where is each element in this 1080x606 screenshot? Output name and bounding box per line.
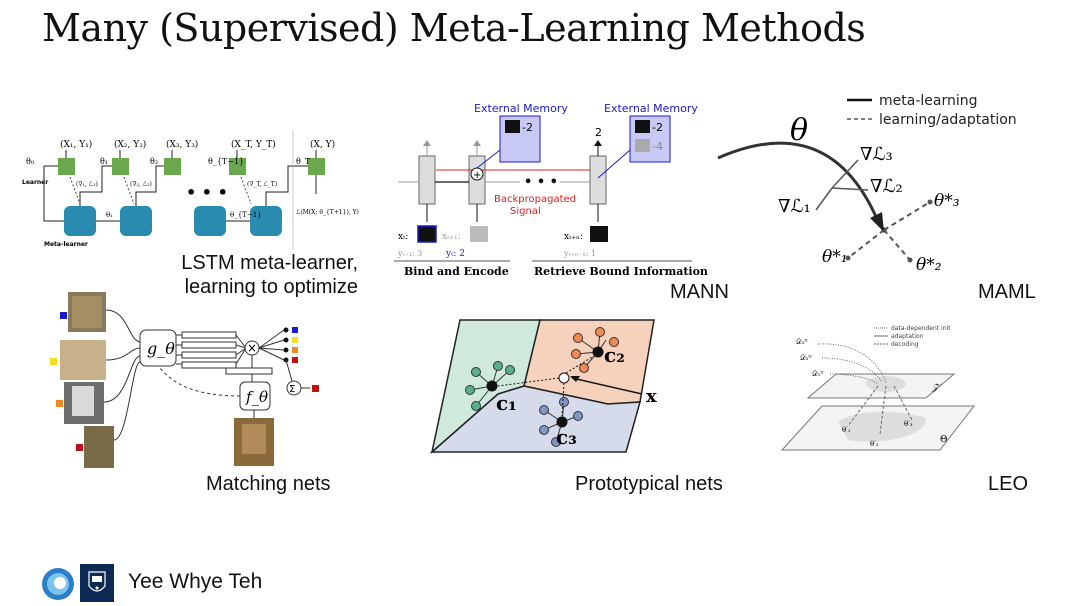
svg-text:yₜ₊ₙ₋₁: 1: yₜ₊ₙ₋₁: 1 — [563, 249, 596, 258]
leo-d3: 𝒟₃ᵗʳ — [796, 338, 809, 346]
presenter-name: Yee Whye Teh — [128, 570, 263, 593]
leo-legend-decode: decoding — [891, 341, 919, 348]
meta-learner-label: Meta-learner — [44, 241, 88, 248]
lstm-dots: • • • — [186, 183, 228, 202]
mann-retrieve-label: Retrieve Bound Information — [534, 265, 708, 278]
svg-text:xₜ₊ₙ:: xₜ₊ₙ: — [564, 232, 583, 242]
matching-diagram: g_θ × f_θ Σ — [50, 292, 319, 468]
mann-bind-label: Bind and Encode — [404, 265, 509, 278]
proto-c1: c₁ — [496, 391, 517, 415]
meta-learner-1 — [64, 206, 96, 236]
lstm-theta1: θ₁ — [100, 157, 108, 166]
proto-caption: Prototypical nets — [575, 473, 723, 495]
maml-legend-solid: meta-learning — [879, 93, 978, 109]
leo-theta3p: θ′₃ — [904, 420, 913, 428]
lstm-thetaT: θ_T — [296, 157, 311, 166]
lstm-theta0: θ₀ — [26, 157, 34, 166]
lstm-input-2: (X₂, Y₂) — [114, 139, 146, 150]
leo-theta-label: Θ — [940, 435, 947, 445]
maml-theta3-star: θ*₃ — [934, 191, 960, 211]
maml-theta1-star: θ*₁ — [822, 247, 848, 267]
learner-box-final — [308, 158, 325, 175]
mann-memory-label-left: External Memory — [474, 102, 568, 115]
proto-x: x — [646, 386, 657, 407]
learner-box-1 — [58, 158, 75, 175]
matching-caption: Matching nets — [206, 473, 331, 495]
maml-theta2-star: θ*₂ — [916, 255, 942, 275]
matching-g-box — [139, 329, 177, 367]
matching-dog-image-2 — [60, 340, 106, 380]
meta-learner-4 — [250, 206, 282, 236]
lstm-grad-1: (∇₁, ℒ₁) — [76, 181, 98, 188]
lstm-diagram: (X₁, Y₁) (X₂, Y₂) (X₃, Y₃) (X_T, Y_T) (X… — [22, 130, 359, 250]
leo-z-label: 𝒵 — [931, 383, 941, 393]
mann-memory-label-right: External Memory — [604, 102, 698, 115]
leo-d1: 𝒟₁ᵗʳ — [812, 370, 825, 378]
deepmind-logo-icon — [42, 568, 74, 600]
leo-theta2p: θ′₂ — [870, 440, 879, 448]
maml-grad1: ∇ℒ₁ — [778, 196, 811, 217]
matching-f-label: f_θ — [245, 388, 268, 406]
proto-c3: c₃ — [556, 425, 577, 449]
svg-text:×: × — [247, 341, 257, 355]
svg-text:θ_{T−1}: θ_{T−1} — [230, 211, 262, 219]
slide-title: Many (Supervised) Meta-Learning Methods — [42, 6, 866, 50]
mann-diagram: External Memory -2 External Memory -2 -4… — [394, 102, 708, 278]
lstm-input-T: (X_T, Y_T) — [231, 139, 276, 150]
leo-legend-adapt: adaptation — [891, 333, 924, 340]
svg-text:θ₁: θ₁ — [106, 211, 113, 219]
mann-cell-1 — [418, 155, 436, 205]
leo-d2: 𝒟₂ᵗʳ — [800, 354, 813, 362]
maml-caption: MAML — [978, 281, 1036, 303]
mann-cell-3 — [589, 155, 607, 205]
mann-caption: MANN — [670, 281, 729, 303]
mann-top-number: 2 — [595, 126, 602, 139]
lstm-input-1: (X₁, Y₁) — [60, 139, 92, 150]
leo-caption: LEO — [988, 473, 1029, 495]
learner-label: Learner — [22, 179, 48, 186]
svg-text:-4: -4 — [652, 140, 663, 153]
lstm-caption-line2: learning to optimize — [184, 276, 358, 298]
mann-backprop-line2: Signal — [510, 206, 541, 217]
leo-legend-init: data-dependent init — [891, 325, 951, 332]
lstm-theta2: θ₂ — [150, 157, 158, 166]
maml-legend-dashed: learning/adaptation — [879, 112, 1017, 128]
lstm-thetaT1: θ_{T−1} — [208, 157, 244, 166]
svg-text:xₜ:: xₜ: — [398, 232, 408, 242]
lstm-grad-T: (∇_T, ℒ_T) — [247, 181, 277, 188]
proto-query-point — [558, 372, 570, 384]
lstm-input-final: (X, Y) — [310, 139, 335, 150]
svg-text:yₜ₋₁: 3: yₜ₋₁: 3 — [397, 249, 422, 258]
svg-text:yₜ: 2: yₜ: 2 — [445, 249, 465, 259]
mann-backprop-line1: Backpropagated — [494, 194, 576, 205]
meta-learner-2 — [120, 206, 152, 236]
leo-theta1p: θ′₁ — [842, 426, 851, 434]
proto-region-blue — [430, 385, 642, 453]
maml-theta: θ — [790, 113, 808, 148]
maml-diagram: meta-learning learning/adaptation θ ∇ℒ₃ … — [717, 93, 1017, 275]
meta-learner-3 — [194, 206, 226, 236]
lstm-input-3: (X₃, Y₃) — [166, 139, 198, 150]
matching-g-label: g_θ — [147, 339, 175, 358]
oxford-crest-icon — [80, 564, 114, 602]
mann-dots: • • • — [524, 175, 558, 190]
lstm-caption-line1: LSTM meta-learner, — [181, 252, 358, 274]
maml-grad3: ∇ℒ₃ — [860, 144, 893, 165]
lstm-loss: ℒ(M(X; θ_{T+1}), Y) — [296, 209, 359, 216]
maml-grad2: ∇ℒ₂ — [870, 176, 903, 197]
svg-text:+: + — [473, 170, 481, 181]
matching-dog-image-4 — [84, 426, 114, 468]
leo-diagram: data-dependent init adaptation decoding … — [780, 325, 976, 451]
learner-box-T — [229, 158, 246, 175]
proto-c2: c₂ — [604, 343, 625, 367]
svg-text:-2: -2 — [652, 121, 663, 134]
learner-box-2 — [112, 158, 129, 175]
svg-text:-2: -2 — [522, 121, 533, 134]
learner-box-3 — [164, 158, 181, 175]
svg-text:Σ: Σ — [289, 384, 295, 395]
svg-text:xₜ₊₁:: xₜ₊₁: — [442, 232, 461, 242]
lstm-grad-2: (∇₂, ℒ₂) — [130, 181, 152, 188]
proto-diagram: c₁ c₂ c₃ x — [430, 319, 657, 455]
